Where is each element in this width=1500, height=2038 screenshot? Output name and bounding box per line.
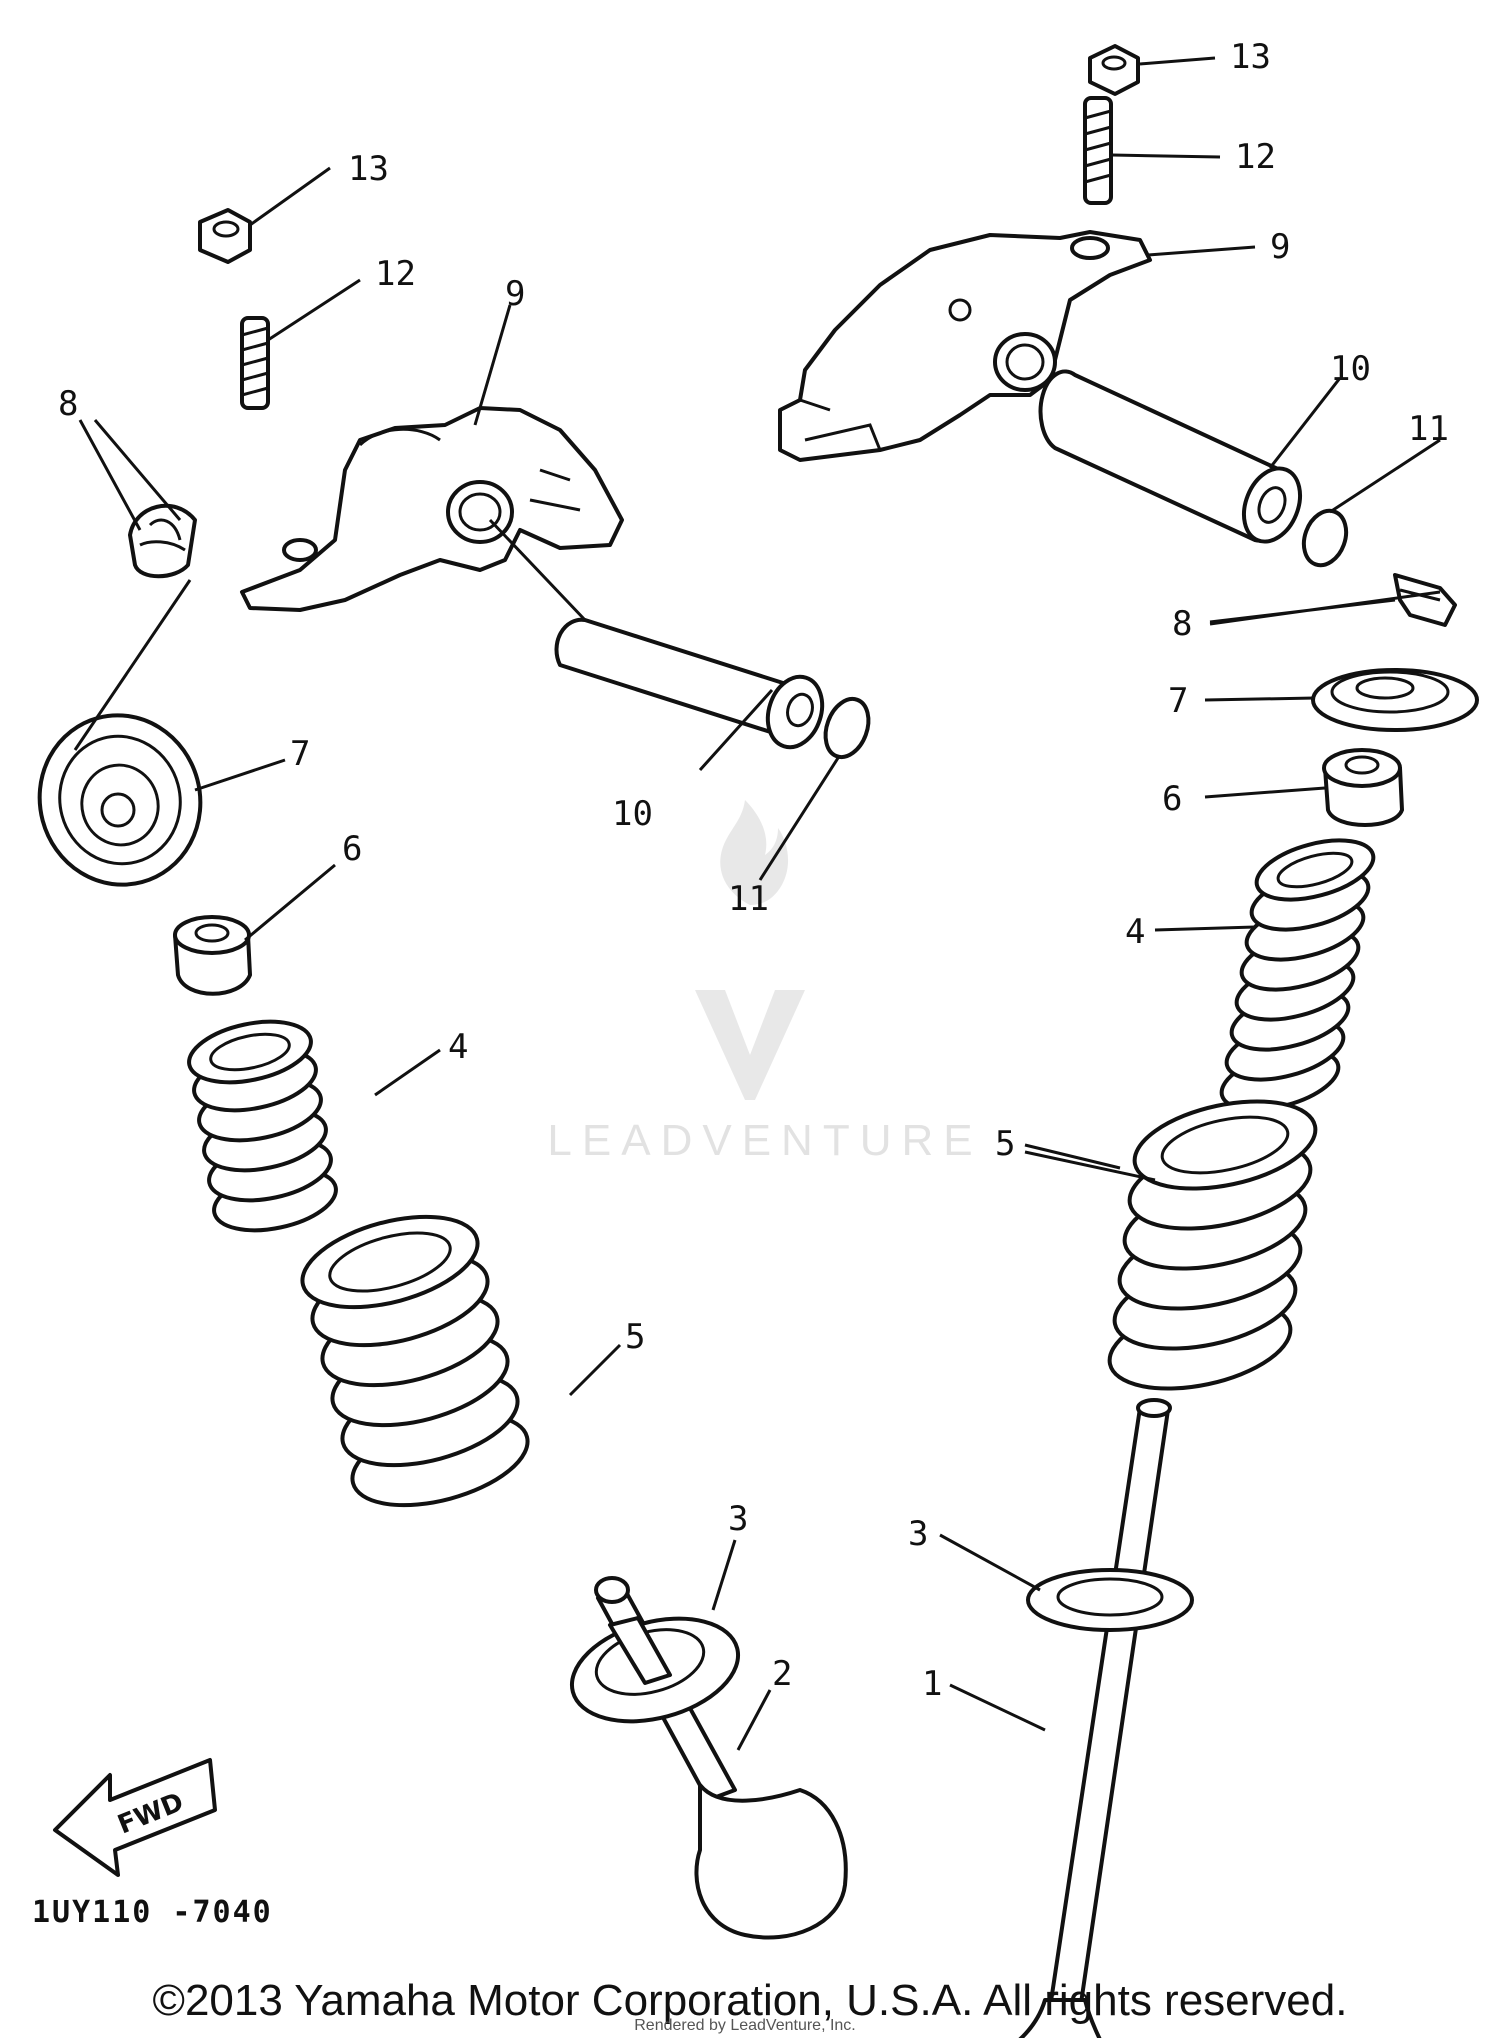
- part-8-valve-cotter-left: [128, 503, 197, 579]
- part-4-inner-spring-right: [1219, 838, 1376, 1112]
- part-10-rocker-shaft-left: [488, 518, 825, 750]
- part-13-nut-right: [1088, 44, 1140, 96]
- fwd-arrow-icon: FWD: [53, 1758, 217, 1877]
- part-6-stem-seal-right: [1322, 748, 1404, 827]
- part-4-inner-spring-left: [187, 1019, 338, 1233]
- watermark-text: LEADVENTURE: [547, 1116, 982, 1165]
- callout-8-right: 8: [1172, 604, 1192, 644]
- part-9-rocker-arm-left: [240, 406, 624, 612]
- callout-10-right: 10: [1330, 349, 1371, 389]
- leader-lines: [73, 56, 1441, 1751]
- callout-7-left: 7: [290, 734, 310, 774]
- part-1-exhaust-valve: [1018, 1398, 1172, 2038]
- part-11-o-ring-right: [1301, 508, 1349, 568]
- callout-5-right: 5: [995, 1124, 1015, 1164]
- callout-9-right: 9: [1270, 227, 1290, 267]
- copyright-text: ©2013 Yamaha Motor Corporation, U.S.A. A…: [153, 1976, 1348, 2025]
- part-5-outer-spring-right: [1107, 1099, 1318, 1391]
- callout-4-right: 4: [1125, 912, 1145, 952]
- part-13-nut-left: [198, 208, 252, 264]
- callout-6-right: 6: [1162, 779, 1182, 819]
- part-3-spring-seat-left: [569, 1616, 741, 1724]
- part-10-rocker-shaft-right: [1038, 369, 1302, 544]
- callout-8-left: 8: [58, 384, 78, 424]
- leadventure-watermark: LEADVENTURE: [547, 800, 982, 1165]
- callout-10-left: 10: [612, 794, 653, 834]
- rendered-by-text: Rendered by LeadVenture, Inc.: [634, 2017, 856, 2034]
- callout-1: 1: [922, 1664, 942, 1704]
- callout-6-left: 6: [342, 829, 362, 869]
- part-9-rocker-arm-right: [778, 230, 1152, 462]
- part-8-valve-cotter-right: [1393, 573, 1457, 627]
- callout-13-left: 13: [348, 149, 389, 189]
- callout-3-left: 3: [728, 1499, 748, 1539]
- part-11-o-ring-left: [823, 696, 871, 760]
- callout-4-left: 4: [448, 1027, 468, 1067]
- part-3-spring-seat-right: [1026, 1568, 1194, 1632]
- watermark-v-icon: [695, 990, 805, 1100]
- callout-13-right: 13: [1230, 37, 1271, 77]
- callout-9-left: 9: [505, 274, 525, 314]
- part-7-spring-retainer-right: [1311, 668, 1479, 732]
- callout-2: 2: [772, 1654, 792, 1694]
- part-7-spring-retainer-left: [37, 713, 203, 887]
- diagram-code: 1UY110 -7040: [32, 1895, 273, 1930]
- callout-5-left: 5: [625, 1317, 645, 1357]
- callout-11-left: 11: [728, 879, 769, 919]
- part-5-outer-spring-left: [300, 1214, 530, 1508]
- callout-3-right: 3: [908, 1514, 928, 1554]
- part-12-adjusting-screw-left: [240, 316, 270, 410]
- part-12-adjusting-screw-right: [1083, 96, 1113, 205]
- part-6-stem-seal-left: [173, 915, 252, 996]
- watermark-flame-icon: [720, 800, 789, 905]
- callout-11-right: 11: [1408, 409, 1449, 449]
- callout-12-right: 12: [1235, 137, 1276, 177]
- callout-labels: 13 13 12 12 9 9 10 10 11 11 8 8 7 7 6 6 …: [58, 37, 1449, 1704]
- callout-12-left: 12: [375, 254, 416, 294]
- callout-7-right: 7: [1168, 681, 1188, 721]
